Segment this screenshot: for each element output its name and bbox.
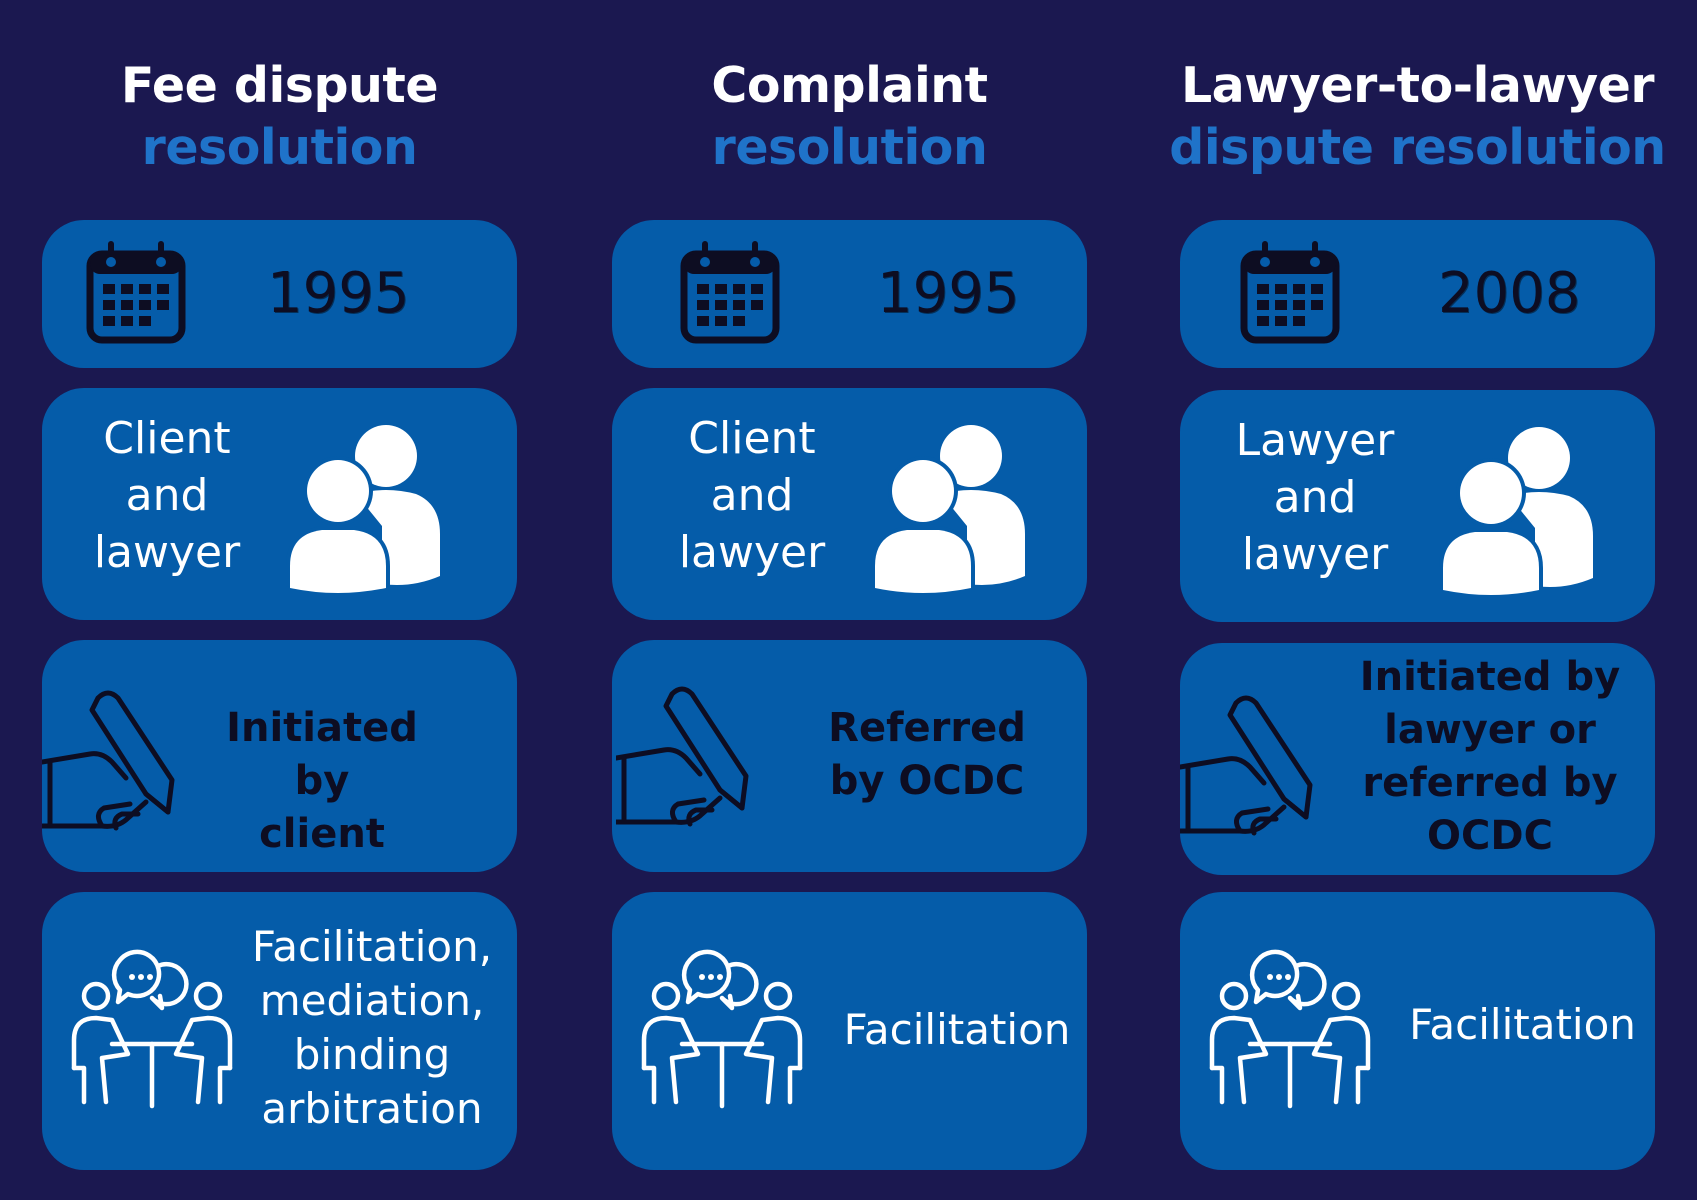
parties-card: Client and lawyer — [612, 388, 1087, 620]
year-value: 2008 — [1438, 261, 1581, 326]
calendar-icon — [1240, 241, 1340, 344]
title-line-1: Fee dispute — [120, 57, 439, 114]
parties-line: and — [125, 470, 209, 521]
methods-card: Facilitation — [612, 892, 1087, 1170]
parties-line: lawyer — [1241, 529, 1389, 580]
calendar-icon — [680, 241, 780, 344]
initiation-line: client — [259, 811, 385, 857]
users-icon — [1439, 427, 1593, 595]
method-line: Facilitation, — [251, 922, 493, 971]
methods-card: Facilitation, mediation, binding arbitra… — [42, 892, 517, 1170]
meeting-icon — [71, 949, 233, 1109]
initiation-label: Referred by OCDC — [802, 702, 1052, 808]
hand-writing-icon — [616, 686, 749, 827]
initiation-line: Initiated by — [226, 705, 418, 804]
parties-line: Lawyer — [1235, 415, 1395, 466]
column-title: Fee dispute resolution — [42, 55, 517, 179]
title-line-2: dispute resolution — [1169, 119, 1666, 176]
parties-line: lawyer — [678, 527, 826, 578]
methods-card: Facilitation — [1180, 892, 1655, 1170]
year-value: 1995 — [267, 261, 410, 326]
method-line: Facilitation — [843, 1005, 1071, 1054]
calendar-icon — [86, 241, 186, 344]
parties-card: Client and lawyer — [42, 388, 517, 620]
meeting-icon — [641, 949, 803, 1109]
initiation-card: Initiated by client — [42, 640, 517, 872]
methods-label: Facilitation — [832, 1003, 1082, 1057]
method-line: binding — [293, 1030, 451, 1079]
initiation-line: OCDC — [1427, 813, 1553, 859]
users-icon — [286, 425, 440, 593]
methods-label: Facilitation — [1395, 998, 1650, 1052]
year-card: 2008 — [1180, 220, 1655, 368]
initiation-card: Referred by OCDC — [612, 640, 1087, 872]
parties-line: Client — [103, 413, 231, 464]
methods-label: Facilitation, mediation, binding arbitra… — [247, 920, 497, 1136]
method-line: arbitration — [261, 1084, 483, 1133]
column-title: Complaint resolution — [612, 55, 1087, 179]
users-icon — [871, 425, 1025, 593]
parties-card: Lawyer and lawyer — [1180, 390, 1655, 622]
initiation-card: Initiated by lawyer or referred by OCDC — [1180, 643, 1655, 875]
parties-label: Client and lawyer — [657, 410, 847, 581]
title-line-1: Lawyer-to-lawyer — [1180, 57, 1655, 114]
year-card: 1995 — [42, 220, 517, 368]
method-line: Facilitation — [1409, 1000, 1636, 1049]
method-line: mediation, — [259, 976, 485, 1025]
parties-line: Client — [688, 413, 816, 464]
title-line-1: Complaint — [711, 57, 988, 114]
title-line-2: resolution — [711, 119, 988, 176]
year-value: 1995 — [877, 261, 1020, 326]
parties-line: and — [710, 470, 794, 521]
parties-label: Client and lawyer — [72, 410, 262, 581]
initiation-line: Initiated by — [1359, 654, 1621, 700]
initiation-line: Referred — [828, 705, 1026, 751]
parties-line: and — [1273, 472, 1357, 523]
year-card: 1995 — [612, 220, 1087, 368]
initiation-label: Initiated by client — [192, 702, 452, 861]
parties-line: lawyer — [93, 527, 241, 578]
meeting-icon — [1209, 949, 1371, 1109]
initiation-line: referred by — [1362, 760, 1618, 806]
hand-writing-icon — [42, 690, 175, 831]
initiation-line: lawyer or — [1384, 707, 1596, 753]
hand-writing-icon — [1180, 695, 1313, 836]
column-title: Lawyer-to-lawyer dispute resolution — [1160, 55, 1675, 179]
title-line-2: resolution — [141, 119, 418, 176]
initiation-line: by OCDC — [829, 758, 1025, 804]
initiation-label: Initiated by lawyer or referred by OCDC — [1345, 651, 1635, 863]
parties-label: Lawyer and lawyer — [1220, 412, 1410, 583]
